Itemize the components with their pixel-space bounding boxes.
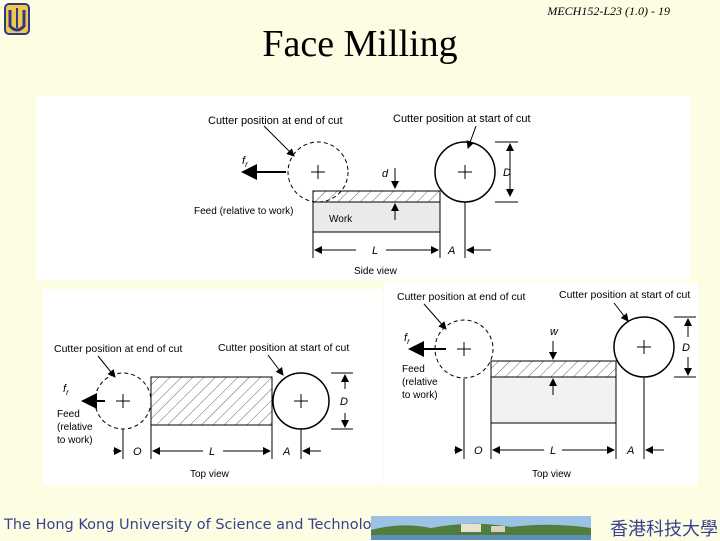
work-cut-layer (312, 190, 441, 203)
D-label: D (503, 167, 511, 179)
side-view-panel: Cutter position at end of cut Cutter pos… (36, 96, 690, 280)
top-view-1-panel: Cutter position at end of cut Cutter pos… (43, 289, 383, 485)
end-cut-label: Cutter position at end of cut (397, 291, 525, 303)
w-label: w (550, 326, 559, 338)
O-label: O (133, 446, 142, 458)
A-label: A (447, 245, 455, 257)
top-view-1-diagram: Cutter position at end of cut Cutter pos… (54, 342, 353, 480)
feed-label: Feed (relative to work) (194, 206, 293, 217)
L-label: L (550, 445, 556, 457)
cutter-end-circle (434, 319, 494, 379)
end-cut-label: Cutter position at end of cut (54, 343, 182, 355)
top-view-2-diagram: Cutter position at end of cut Cutter pos… (397, 289, 696, 480)
start-cut-label: Cutter position at start of cut (559, 289, 690, 301)
university-name: The Hong Kong University of Science and … (4, 517, 390, 533)
start-cut-label: Cutter position at start of cut (218, 342, 349, 354)
campus-photo-icon (371, 516, 591, 540)
feed-label-2: (relative (402, 377, 438, 388)
L-label: L (209, 446, 215, 458)
A-label: A (626, 445, 634, 457)
slide-id: MECH152-L23 (1.0) - 19 (547, 4, 670, 18)
footer-bar (0, 512, 720, 540)
workpiece (150, 376, 273, 426)
D-label: D (340, 396, 348, 408)
O-label: O (474, 445, 483, 457)
feed-label-3: to work) (57, 435, 93, 446)
svg-text:fr: fr (63, 383, 69, 397)
top-view-2-panel: Cutter position at end of cut Cutter pos… (384, 283, 698, 485)
side-view-caption: Side view (354, 266, 398, 277)
cutter-end-circle (287, 141, 349, 203)
start-cut-label: Cutter position at start of cut (393, 113, 531, 125)
page-title: Face Milling (262, 23, 458, 65)
svg-text:fr: fr (404, 332, 410, 346)
D-label: D (682, 342, 690, 354)
university-logo-icon (4, 3, 30, 35)
feed-label-3: to work) (402, 390, 438, 401)
top-view-2-caption: Top view (532, 469, 572, 480)
end-cut-label: Cutter position at end of cut (208, 115, 343, 127)
side-view-diagram: Cutter position at end of cut Cutter pos… (194, 113, 531, 277)
feed-label-1: Feed (402, 364, 425, 375)
workpiece (312, 201, 441, 233)
A-label: A (282, 446, 290, 458)
feed-label-2: (relative (57, 422, 93, 433)
top-view-1-caption: Top view (190, 469, 230, 480)
d-label: d (382, 168, 389, 180)
university-name-cn: 香港科技大學 (610, 519, 718, 540)
L-label: L (372, 245, 378, 257)
feed-label-1: Feed (57, 409, 80, 420)
work-cut-layer (490, 360, 617, 378)
work-label: Work (329, 214, 353, 225)
svg-text:fr: fr (242, 155, 248, 169)
